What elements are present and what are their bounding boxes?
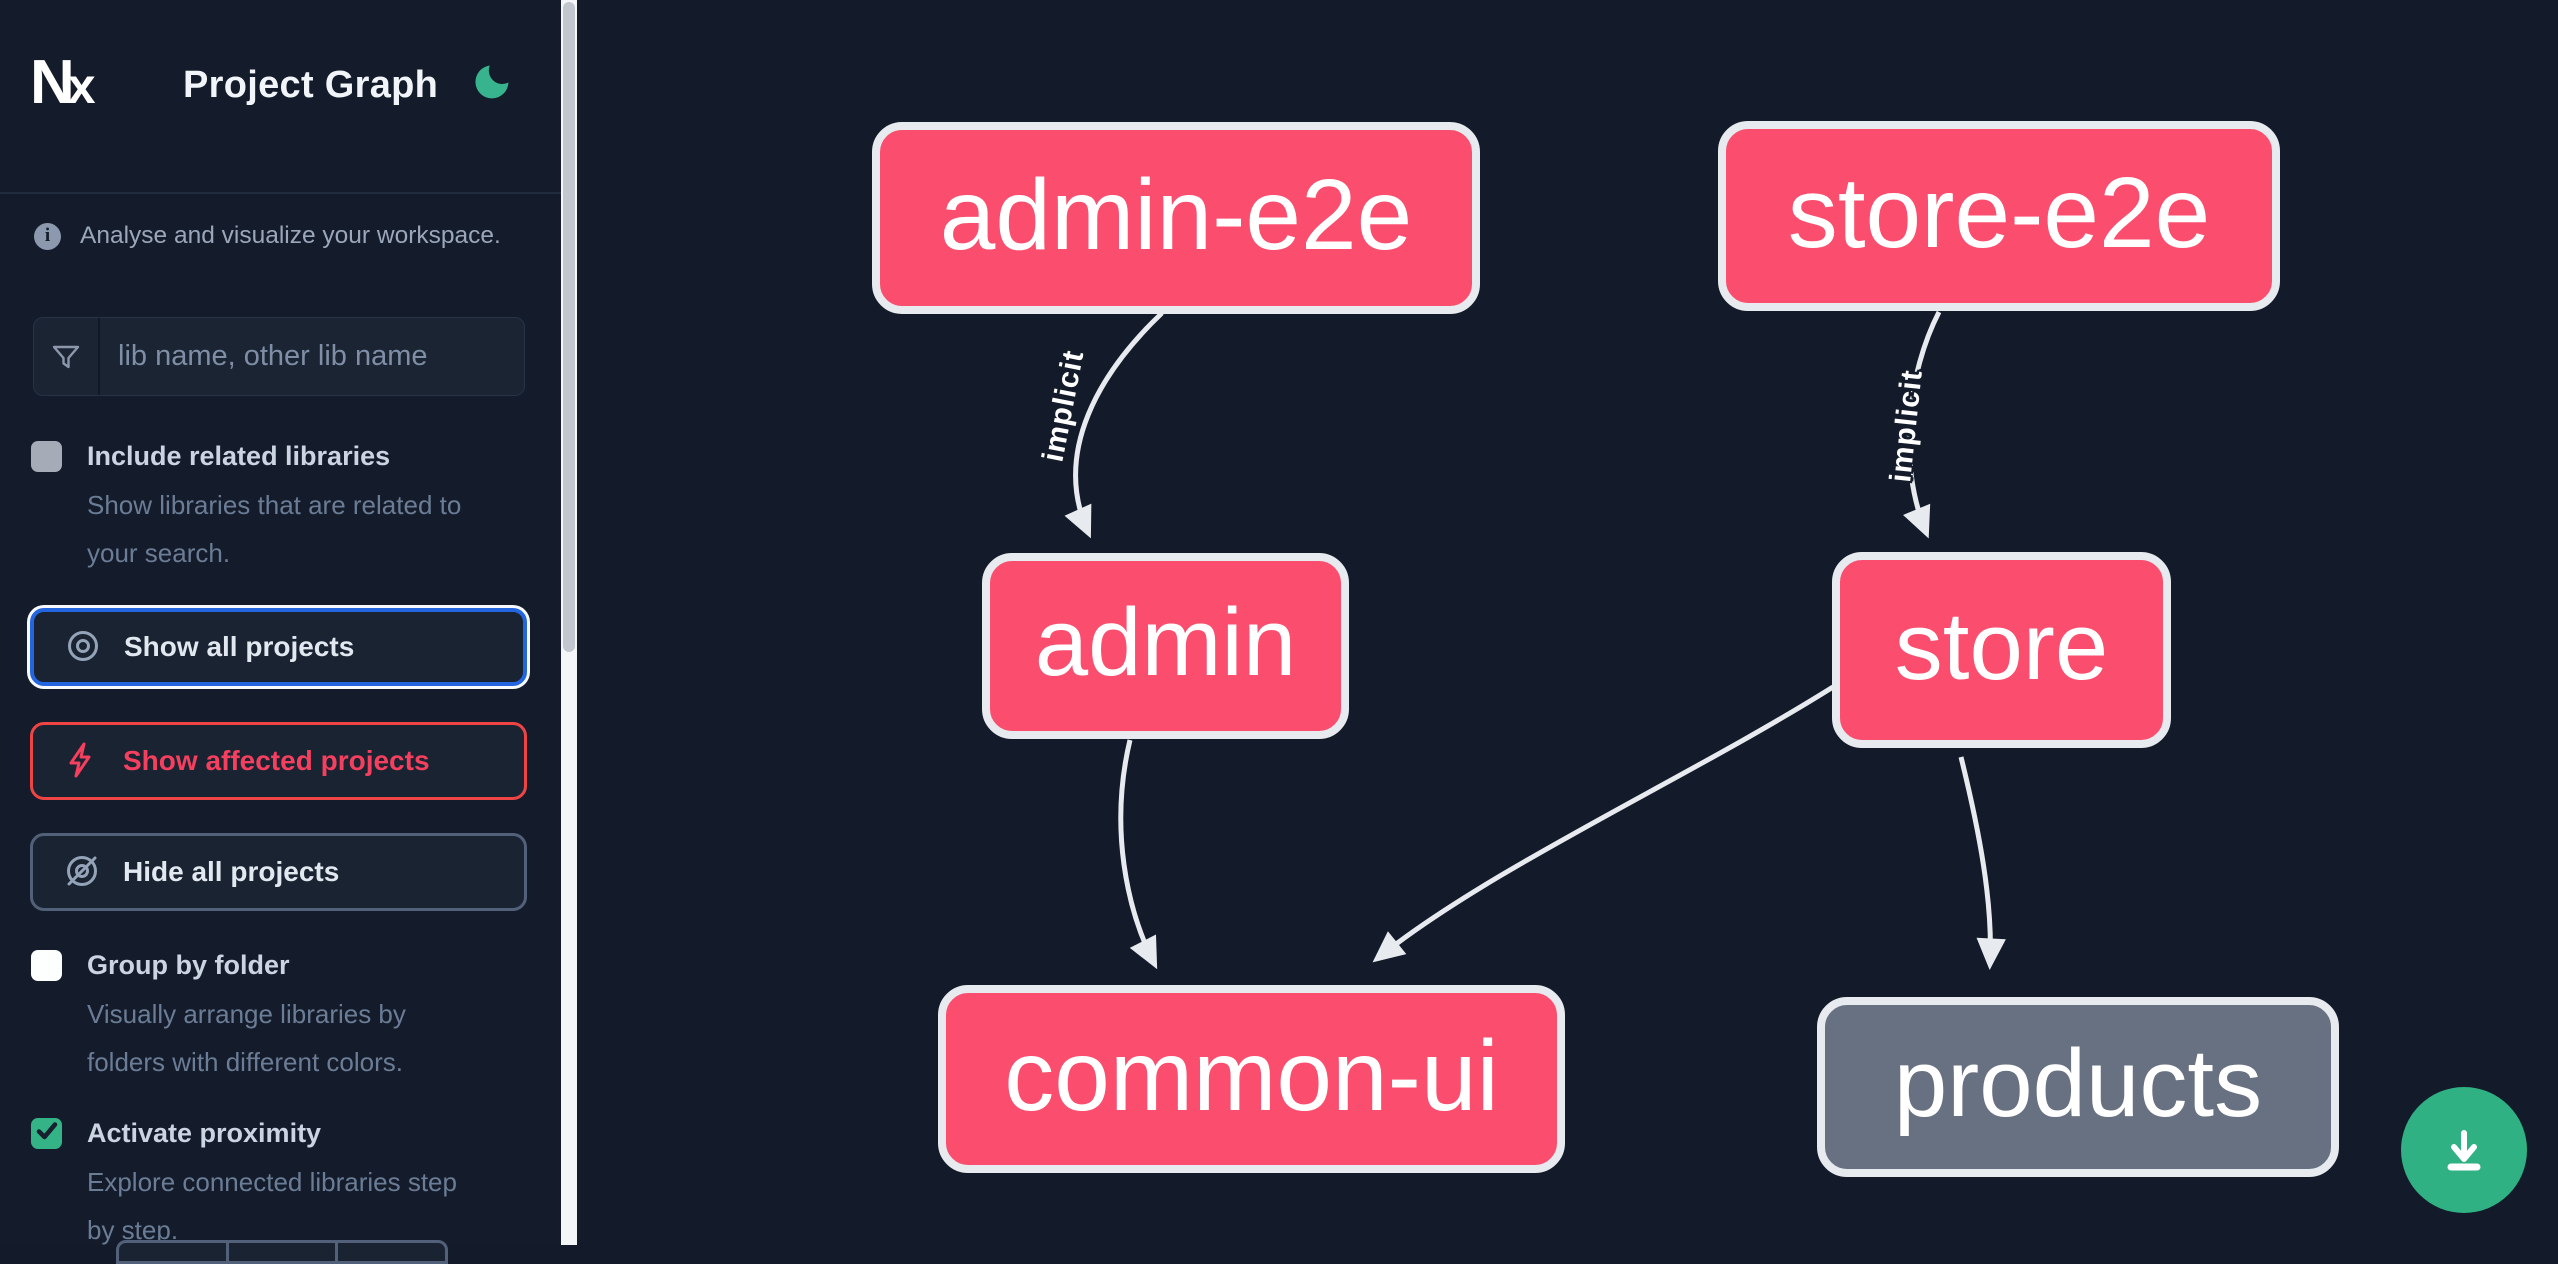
toggle-group-by-folder[interactable]: Group by folder Visually arrange librari…: [30, 948, 530, 1086]
download-icon: [2436, 1121, 2492, 1180]
workspace-tagline: Analyse and visualize your workspace.: [80, 222, 501, 249]
node-label: common-ui: [1004, 1020, 1499, 1132]
node-label: products: [1893, 1030, 2263, 1137]
edge-store-common-ui: [1372, 684, 1835, 963]
page-title: Project Graph: [183, 64, 439, 106]
node-label: admin: [1034, 589, 1297, 696]
toggle-activate-proximity[interactable]: Activate proximity Explore connected lib…: [30, 1116, 530, 1254]
edge-admin-common-ui: [1118, 739, 1158, 970]
hide-all-projects-label: Hide all projects: [123, 856, 340, 887]
theme-toggle-button[interactable]: [464, 58, 516, 110]
checkbox-activate-proximity[interactable]: [31, 1118, 62, 1149]
nx-logo-x: x: [67, 58, 96, 114]
eye-off-icon: [63, 852, 101, 893]
node-store-e2e[interactable]: store-e2e: [1718, 121, 2280, 311]
show-all-projects-button[interactable]: Show all projects: [30, 608, 527, 686]
info-icon: i: [34, 222, 61, 250]
toggle-description: Visually arrange libraries by folders wi…: [87, 999, 406, 1077]
edge-label-implicit: implicit: [1036, 347, 1091, 465]
node-admin-e2e[interactable]: admin-e2e: [872, 122, 1480, 314]
search-input[interactable]: [100, 318, 524, 395]
edge-label-implicit: implicit: [1884, 368, 1929, 484]
show-affected-projects-button[interactable]: Show affected projects: [30, 722, 527, 800]
node-products[interactable]: products: [1817, 997, 2339, 1177]
show-affected-projects-label: Show affected projects: [123, 745, 430, 776]
toggle-include-related[interactable]: Include related libraries Show libraries…: [30, 439, 530, 577]
sidebar: Nx Project Graph i Analyse and visualize…: [0, 0, 561, 1264]
nx-logo-n: N: [30, 48, 75, 117]
download-image-button[interactable]: [2401, 1087, 2527, 1213]
sidebar-scrollbar-thumb[interactable]: [563, 2, 575, 652]
toggle-description: Show libraries that are related to your …: [87, 490, 462, 568]
toggle-label: Group by folder: [87, 950, 290, 980]
edge-admin-e2e-admin: [1064, 311, 1164, 539]
hide-all-projects-button[interactable]: Hide all projects: [30, 833, 527, 911]
toggle-label: Include related libraries: [87, 441, 391, 471]
checkbox-include-related[interactable]: [31, 441, 62, 472]
node-admin[interactable]: admin: [982, 553, 1349, 739]
toggle-label: Activate proximity: [87, 1118, 322, 1148]
lightning-bolt-icon: [63, 741, 101, 782]
node-label: store-e2e: [1787, 157, 2211, 269]
node-store[interactable]: store: [1832, 552, 2171, 748]
nx-logo: Nx: [30, 52, 96, 117]
filter-funnel-icon: [34, 318, 100, 395]
show-all-projects-label: Show all projects: [124, 631, 355, 662]
sidebar-header: Nx Project Graph: [0, 0, 561, 194]
sidebar-scrollbar-track[interactable]: [561, 0, 577, 1245]
node-common-ui[interactable]: common-ui: [938, 985, 1565, 1173]
check-icon: [35, 1119, 59, 1148]
proximity-stepper-partial[interactable]: [116, 1240, 448, 1264]
moon-icon: [467, 65, 513, 109]
workspace-tagline-row: i Analyse and visualize your workspace.: [34, 222, 534, 250]
checkbox-group-by-folder[interactable]: [31, 950, 62, 981]
search-box: [33, 317, 525, 396]
eye-icon: [64, 627, 102, 668]
edge-store-products: [1958, 756, 2006, 970]
node-label: admin-e2e: [939, 159, 1413, 271]
node-label: store: [1894, 593, 2109, 700]
